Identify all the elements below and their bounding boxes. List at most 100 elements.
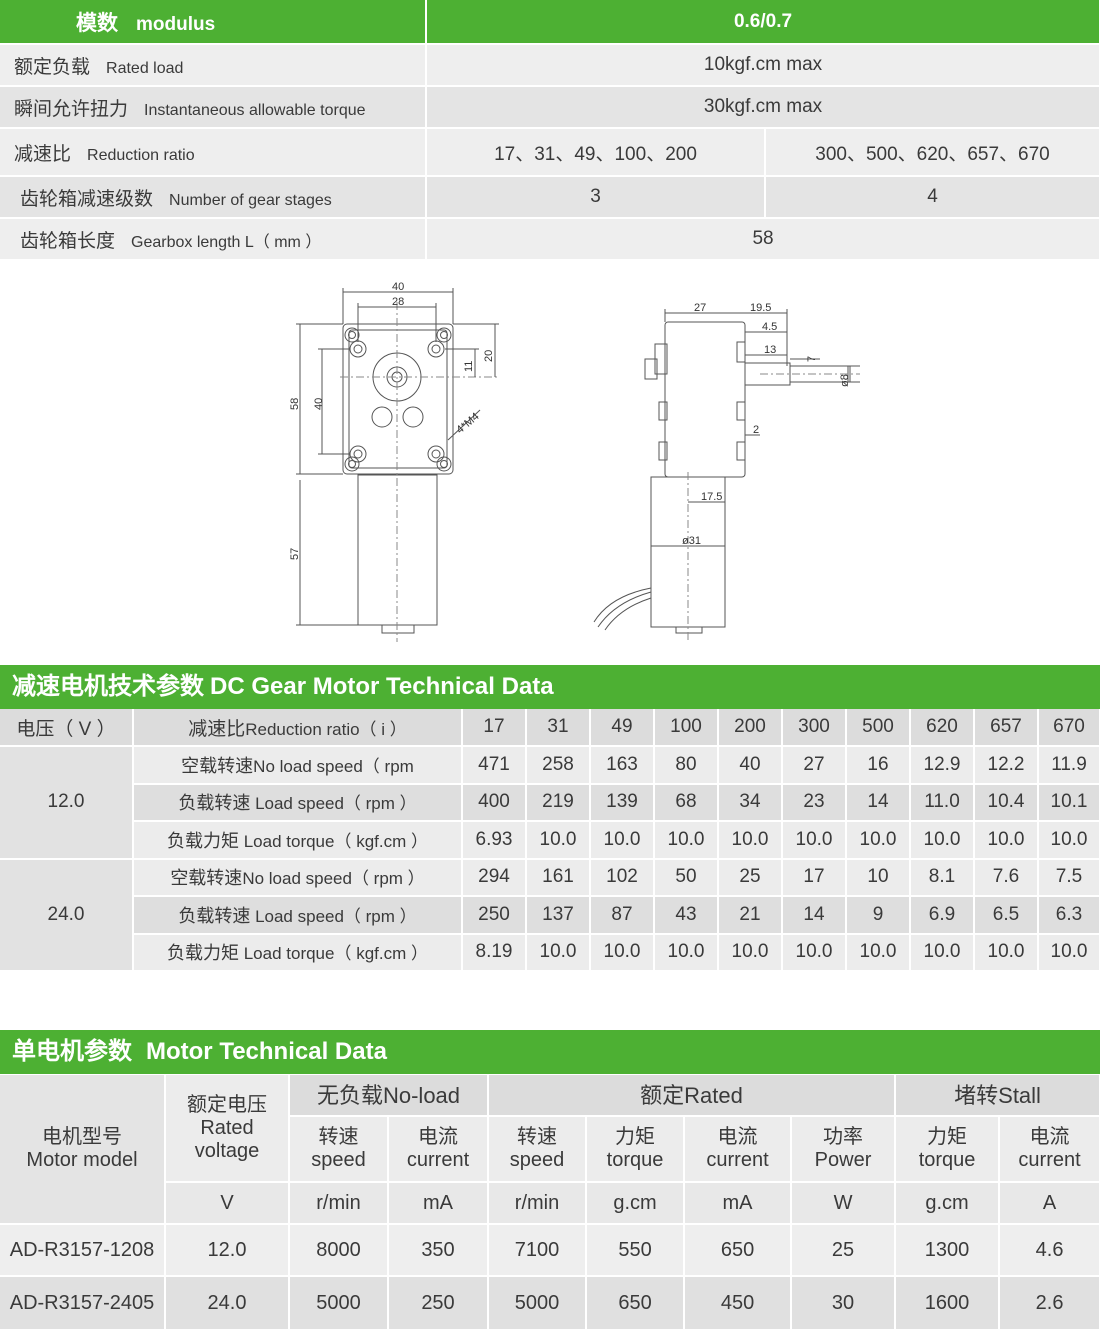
value-cell: 7.5 (1038, 858, 1100, 897)
value-cell: 5000 (488, 1276, 588, 1331)
value-cell: 650 (684, 1224, 793, 1277)
value-cell: 11.9 (1038, 746, 1100, 785)
value-cell: 50 (654, 858, 719, 897)
row-label-zh: 空载转速 (170, 868, 243, 889)
value-cell: 10.0 (1038, 821, 1100, 860)
model-header-zh: 电机型号 (42, 1126, 122, 1148)
unit-cell: r/min (289, 1182, 389, 1225)
spec-value: 4 (765, 176, 1100, 219)
label-en: Gearbox length L（ mm ） (131, 233, 322, 251)
dim-17-5: 17.5 (701, 491, 722, 503)
sub-header-zh: 电流 (1029, 1126, 1070, 1148)
row-label: 空载转速No load speed（ rpm ） (133, 858, 463, 897)
value-cell: 10.0 (654, 821, 719, 860)
sub-header-en: speed (509, 1149, 565, 1171)
unit-cell: A (999, 1182, 1100, 1225)
row-label-zh: 负载力矩 (167, 830, 239, 851)
unit-cell: V (165, 1182, 290, 1225)
voltage-header-en1: Rated (200, 1116, 254, 1139)
ratio-cell: 620 (910, 709, 975, 747)
row-label-en: Load speed（ rpm ） (250, 906, 417, 926)
value-cell: 10.0 (974, 933, 1039, 972)
value-cell: 219 (526, 783, 591, 822)
dim-d31: ø31 (682, 535, 701, 547)
sub-header-en: current (406, 1149, 470, 1171)
section-title-zh: 单电机参数 (12, 1038, 132, 1065)
value-cell: 6.3 (1038, 896, 1100, 935)
unit-cell: g.cm (895, 1182, 1001, 1225)
row-label-en: No load speed（ rpm (253, 756, 414, 776)
dim-d8: ø8 (839, 374, 851, 387)
spec-value: 3 (426, 176, 766, 219)
value-cell: 10.0 (910, 933, 975, 972)
value-cell: 25 (791, 1224, 897, 1277)
value-cell: 80 (654, 746, 719, 785)
value-cell: 1300 (895, 1224, 1001, 1277)
sub-header-zh: 转速 (517, 1126, 558, 1148)
value-cell: 102 (590, 858, 655, 897)
model-header: 电机型号 Motor model (0, 1075, 166, 1225)
rated-voltage-header: 额定电压 Rated voltage (165, 1075, 290, 1183)
value-cell: 139 (590, 783, 655, 822)
gear-table-header: 电压（ V ） 减速比Reduction ratio（ i ） 17 31 49… (0, 709, 1100, 747)
dim-19-5: 19.5 (750, 302, 771, 314)
spec-value: 30kgf.cm max (426, 86, 1100, 129)
value-cell: 10.0 (974, 821, 1039, 860)
value-cell: 16 (846, 746, 911, 785)
value-cell: 10.0 (782, 821, 847, 860)
value-cell: 10.0 (590, 821, 655, 860)
ratio-cell: 670 (1038, 709, 1100, 747)
dim-27: 27 (694, 302, 706, 314)
section-title-en: Motor Technical Data (146, 1038, 387, 1065)
value-cell: 6.9 (910, 896, 975, 935)
ratio-header: 减速比Reduction ratio（ i ） (133, 709, 463, 747)
group-stall: 堵转Stall (895, 1075, 1100, 1117)
model-header-en: Motor model (26, 1149, 138, 1171)
sub-header-en: torque (918, 1149, 976, 1171)
value-cell: 6.5 (974, 896, 1039, 935)
row-label-zh: 负载转速 (178, 905, 251, 926)
value-cell: 27 (782, 746, 847, 785)
sub-header-en: current (706, 1149, 769, 1171)
value-cell: 650 (586, 1276, 686, 1331)
value-cell: 450 (684, 1276, 793, 1331)
ratio-cell: 31 (526, 709, 591, 747)
row-label: 负载力矩 Load torque（ kgf.cm ） (133, 933, 463, 972)
value-cell: 9 (846, 896, 911, 935)
voltage-cell: 12.0 (165, 1224, 290, 1277)
spec-value: 300、500、620、657、670 (765, 128, 1100, 177)
value-cell: 8.19 (462, 933, 527, 972)
sub-header-en: Power (814, 1149, 872, 1171)
sub-header-en: current (1018, 1149, 1081, 1171)
label-zh: 额定负载 (14, 56, 91, 78)
technical-drawing: 40 28 20 11 58 40 57 4*M4 27 19.5 4.5 13… (289, 281, 860, 642)
value-cell: 471 (462, 746, 527, 785)
sub-header-zh: 力矩 (615, 1126, 656, 1148)
value-cell: 10.0 (718, 933, 783, 972)
value-cell: 87 (590, 896, 655, 935)
row-label-en: Load torque（ kgf.cm ） (239, 944, 428, 964)
section-header-motor: 单电机参数 Motor Technical Data (0, 1030, 1100, 1074)
label-zh: 齿轮箱长度 (20, 230, 116, 252)
sub-header-zh: 电流 (717, 1126, 758, 1148)
unit-cell: W (791, 1182, 897, 1225)
